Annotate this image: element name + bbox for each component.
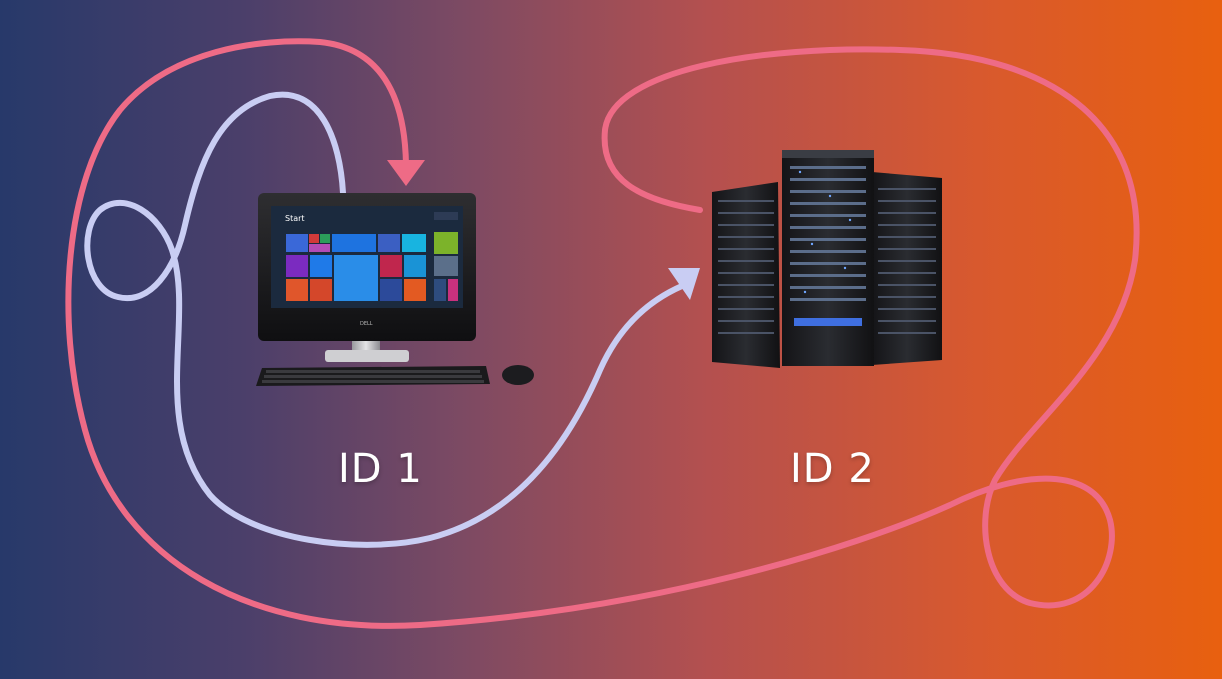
flow-path-pink	[65, 38, 1140, 629]
mouse-icon	[502, 365, 534, 385]
node-label-id1: ID 1	[338, 446, 423, 492]
flow-path-lavender	[84, 91, 685, 548]
node-label-id2: ID 2	[790, 446, 875, 492]
screen-start-label: Start	[285, 214, 305, 223]
desktop-computer-icon: Start DELL	[256, 193, 534, 386]
keyboard-icon	[256, 366, 490, 386]
monitor-brand-label: DELL	[360, 321, 373, 327]
server-rack-icon	[712, 150, 942, 368]
arrow-head-icon	[387, 160, 425, 186]
arrow-head-icon	[668, 268, 700, 300]
